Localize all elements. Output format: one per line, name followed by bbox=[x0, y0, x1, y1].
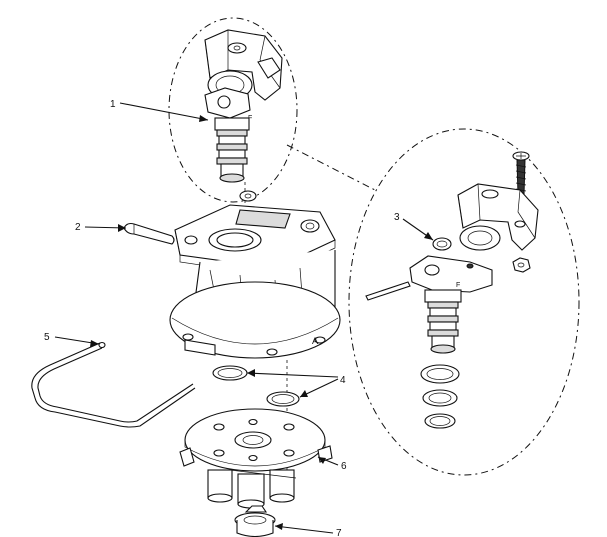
retaining-clip-2 bbox=[123, 222, 175, 245]
valve-piston-assembly-top: F bbox=[204, 29, 283, 183]
callouts: 1 2 3 4 5 6 7 bbox=[44, 99, 434, 537]
callout-6: 6 bbox=[341, 461, 347, 472]
flag-letter-top: F bbox=[248, 115, 252, 122]
body-letter: A bbox=[312, 336, 318, 346]
callout-5: 5 bbox=[44, 332, 50, 343]
callout-7: 7 bbox=[336, 528, 342, 537]
bypass-tube-5 bbox=[31, 341, 196, 428]
callout-1: 1 bbox=[110, 99, 116, 110]
callout-3: 3 bbox=[394, 212, 400, 223]
detail-view-right bbox=[286, 128, 580, 476]
valve-piston-assembly-right: F bbox=[365, 151, 539, 429]
bottom-adapter-7 bbox=[234, 505, 276, 537]
flag-letter-right: F bbox=[456, 282, 460, 289]
distributor-plate-6 bbox=[179, 408, 333, 509]
o-rings-4 bbox=[212, 365, 300, 407]
valve-body: A bbox=[169, 190, 341, 359]
callout-4: 4 bbox=[340, 375, 346, 386]
callout-2: 2 bbox=[75, 222, 81, 233]
detail-view-top bbox=[168, 17, 298, 203]
